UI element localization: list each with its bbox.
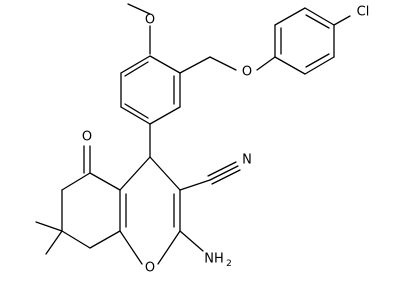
atom-labels: O O Cl N O O NH 2 (82, 5, 369, 276)
bond-b6-b1 (274, 56, 306, 75)
bond-c8-c8a (89, 230, 121, 249)
bond-c7-me2 (45, 230, 63, 255)
bond-c7-me1 (35, 221, 63, 232)
bond-ring-ch2 (179, 56, 211, 74)
bond-a4-a5 (120, 106, 151, 125)
bond-a6-a1-inner (124, 61, 149, 77)
bond-c2-nh2 (179, 230, 204, 252)
bond-b3-b4 (304, 7, 335, 26)
bond-b4-cl (333, 15, 351, 26)
nitrile-nitrogen-label: N (242, 153, 252, 168)
bond-c4-c3 (149, 156, 181, 191)
bond-b3-b4-inner (305, 14, 330, 29)
ring-oxygen-label: O (145, 261, 155, 276)
amine-label: NH (204, 252, 224, 267)
bond-o1-c8a (119, 230, 143, 265)
bond-cn-triple-2 (207, 161, 237, 177)
bond-cn-triple-1 (209, 165, 239, 181)
bond-b5-b6-inner (305, 53, 330, 68)
bond-ch2-o (209, 56, 237, 71)
bond-a1-a2 (149, 55, 181, 74)
bond-b2-b3 (274, 7, 306, 26)
bond-cn-triple-3 (211, 169, 241, 185)
bond-a3-a4 (149, 106, 181, 125)
bond-c4a-c5 (89, 172, 121, 191)
ketone-oxygen-label: O (82, 130, 92, 145)
ether-oxygen-label: O (242, 65, 252, 80)
bond-a4-a5-inner (124, 103, 149, 119)
amine-subscript-label: 2 (226, 259, 232, 269)
bond-c3-cn (179, 179, 211, 191)
bond-b5-b6 (304, 56, 335, 75)
bonds (35, 3, 351, 265)
bond-c5-c6 (61, 172, 91, 191)
bond-c4a-c4 (119, 156, 151, 191)
chlorine-label: Cl (357, 5, 370, 20)
bond-methyl-o (127, 3, 151, 15)
methoxy-oxygen-label: O (145, 13, 155, 28)
bond-a6-a1 (120, 55, 151, 74)
bond-c2-o1 (157, 230, 181, 265)
bond-o-chlorophenyl (256, 56, 276, 71)
bond-c7-c8 (61, 230, 91, 249)
